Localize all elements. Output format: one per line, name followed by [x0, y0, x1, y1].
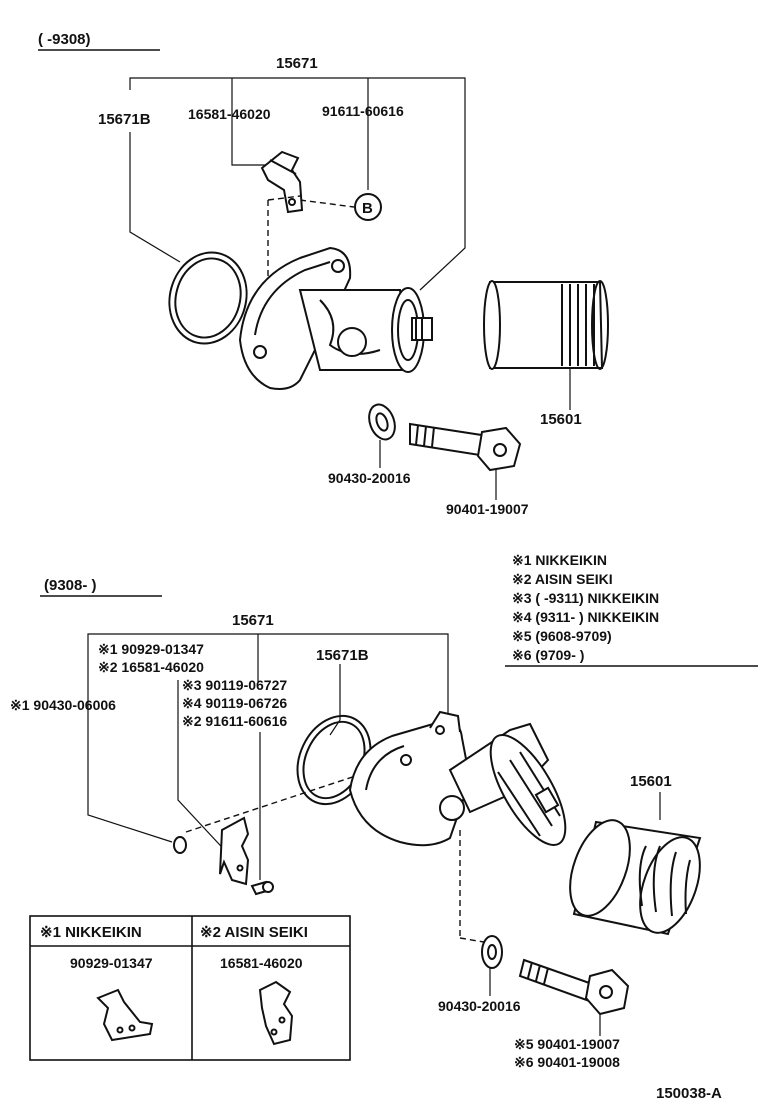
top-label-90430-20016[interactable]: 90430-20016: [328, 470, 411, 486]
bottom-label-90430-06006[interactable]: ※1 90430-06006: [10, 697, 116, 713]
top-ref-b-leader: [299, 199, 355, 208]
table-bracket-aisin: [258, 980, 294, 1046]
top-ref-b-label: B: [362, 200, 373, 217]
bottom-leader-lines: [87, 633, 449, 880]
legend-item-1: ※1 NIKKEIKIN: [512, 552, 607, 568]
top-label-90401-19007[interactable]: 90401-19007: [446, 501, 529, 517]
bottom-label-91611-60616[interactable]: ※2 91611-60616: [182, 713, 287, 729]
table-part-16581-46020[interactable]: 16581-46020: [220, 955, 303, 971]
bottom-label-90119-06726[interactable]: ※4 90119-06726: [182, 695, 287, 711]
figure-id: 150038-A: [656, 1085, 722, 1102]
legend-item-2: ※2 AISIN SEIKI: [512, 571, 613, 587]
bottom-label-15671b[interactable]: 15671B: [316, 647, 369, 664]
top-union-bolt-90401: [409, 422, 522, 472]
bottom-label-90401-19008[interactable]: ※6 90401-19008: [514, 1054, 620, 1070]
top-gasket-90430: [368, 403, 396, 441]
legend-item-5: ※5 (9608-9709): [512, 628, 612, 644]
top-leader-lines: [129, 77, 466, 291]
bottom-oil-filter-bracket-15671: [348, 710, 567, 847]
table-header-aisin-seiki: ※2 AISIN SEIKI: [200, 924, 308, 941]
top-label-91611-60616[interactable]: 91611-60616: [322, 103, 404, 119]
bottom-label-15671[interactable]: 15671: [232, 612, 274, 629]
table-part-90929-01347[interactable]: 90929-01347: [70, 955, 153, 971]
legend-item-4: ※4 (9311- ) NIKKEIKIN: [512, 609, 659, 625]
legend-item-6: ※6 (9709- ): [512, 647, 584, 663]
top-period-label: ( -9308): [38, 31, 91, 48]
top-label-15601[interactable]: 15601: [540, 411, 582, 428]
top-label-16581-46020[interactable]: 16581-46020: [188, 106, 271, 122]
bottom-label-90119-06727[interactable]: ※3 90119-06727: [182, 677, 287, 693]
variant-table: ※1 NIKKEIKIN ※2 AISIN SEIKI 90929-01347 …: [29, 915, 351, 1061]
top-o-ring-15671b: [168, 251, 248, 345]
top-oil-filter-15601: [483, 280, 609, 370]
top-ref-b-circle: [354, 193, 382, 221]
bottom-label-90430-20016[interactable]: 90430-20016: [438, 998, 521, 1014]
bottom-small-gasket-90430-06006: [173, 836, 187, 854]
bottom-label-16581-46020[interactable]: ※2 16581-46020: [98, 659, 204, 675]
top-oil-filter-bracket-15671: [238, 246, 433, 390]
legend-block: ※1 NIKKEIKIN ※2 AISIN SEIKI ※3 ( -9311) …: [505, 552, 758, 667]
bottom-oil-filter-15601: [569, 819, 702, 936]
bottom-bracket: [219, 816, 250, 886]
bottom-label-90401-19007[interactable]: ※5 90401-19007: [514, 1036, 620, 1052]
bottom-union-bolt: [518, 958, 630, 1016]
table-bracket-nikkeikin: [96, 988, 154, 1042]
legend-item-3: ※3 ( -9311) NIKKEIKIN: [512, 590, 659, 606]
bottom-gasket-90430-20016: [481, 935, 503, 969]
top-label-15671[interactable]: 15671: [276, 55, 318, 72]
top-label-15671b[interactable]: 15671B: [98, 111, 151, 128]
bottom-label-90929-01347[interactable]: ※1 90929-01347: [98, 641, 204, 657]
bottom-label-15601[interactable]: 15601: [630, 773, 672, 790]
bottom-small-bolt: [250, 880, 274, 896]
table-header-nikkeikin: ※1 NIKKEIKIN: [40, 924, 142, 941]
bottom-period-label: (9308- ): [44, 577, 97, 594]
